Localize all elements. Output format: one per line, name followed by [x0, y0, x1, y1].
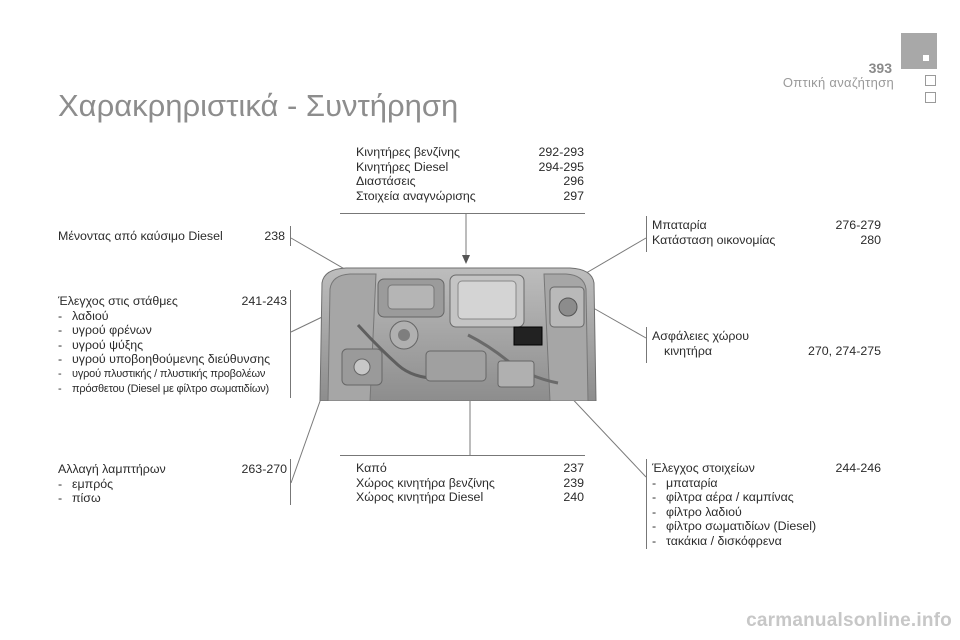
sub-item: -φίλτρα αέρα / καμπίνας	[652, 490, 794, 505]
sub-item: -φίλτρο σωματιδίων (Diesel)	[652, 519, 817, 534]
sub-item: -πίσω	[58, 491, 101, 506]
divider	[340, 455, 585, 456]
sub-item: -λαδιού	[58, 308, 109, 323]
section-tab[interactable]	[925, 92, 936, 103]
divider	[340, 213, 585, 214]
watermark: carmanualsonline.info	[746, 610, 952, 631]
engine-bay-illustration	[319, 267, 597, 401]
divider	[646, 216, 647, 252]
sub-item: -υγρού υποβοηθούμενης διεύθυνσης	[58, 352, 271, 367]
sub-item: -πρόσθετου (Diesel με φίλτρο σωματιδίων)	[58, 382, 269, 395]
sub-item: -υγρού πλυστικής / πλυστικής προβολέων	[58, 367, 266, 380]
tab-marker-icon	[923, 55, 929, 61]
section-title: Οπτική αναζήτηση	[782, 75, 894, 90]
section-tab-active[interactable]	[901, 33, 937, 69]
sub-item: -υγρού ψύξης	[58, 337, 144, 352]
divider	[290, 290, 291, 398]
sub-item: -εμπρός	[58, 476, 114, 491]
sub-item: -μπαταρία	[652, 475, 718, 490]
page-number: 393	[868, 60, 892, 76]
divider	[646, 327, 647, 363]
divider	[290, 226, 291, 246]
section-tab[interactable]	[925, 75, 936, 86]
sub-item: -φίλτρο λαδιού	[652, 504, 742, 519]
divider	[646, 459, 647, 549]
page-title: Χαρακρηριστικά - Συντήρηση	[58, 88, 459, 123]
sub-item: -τακάκια / δισκόφρενα	[652, 533, 782, 548]
divider	[290, 459, 291, 505]
sub-item: -υγρού φρένων	[58, 323, 152, 338]
arrow-head-icon	[462, 255, 470, 264]
